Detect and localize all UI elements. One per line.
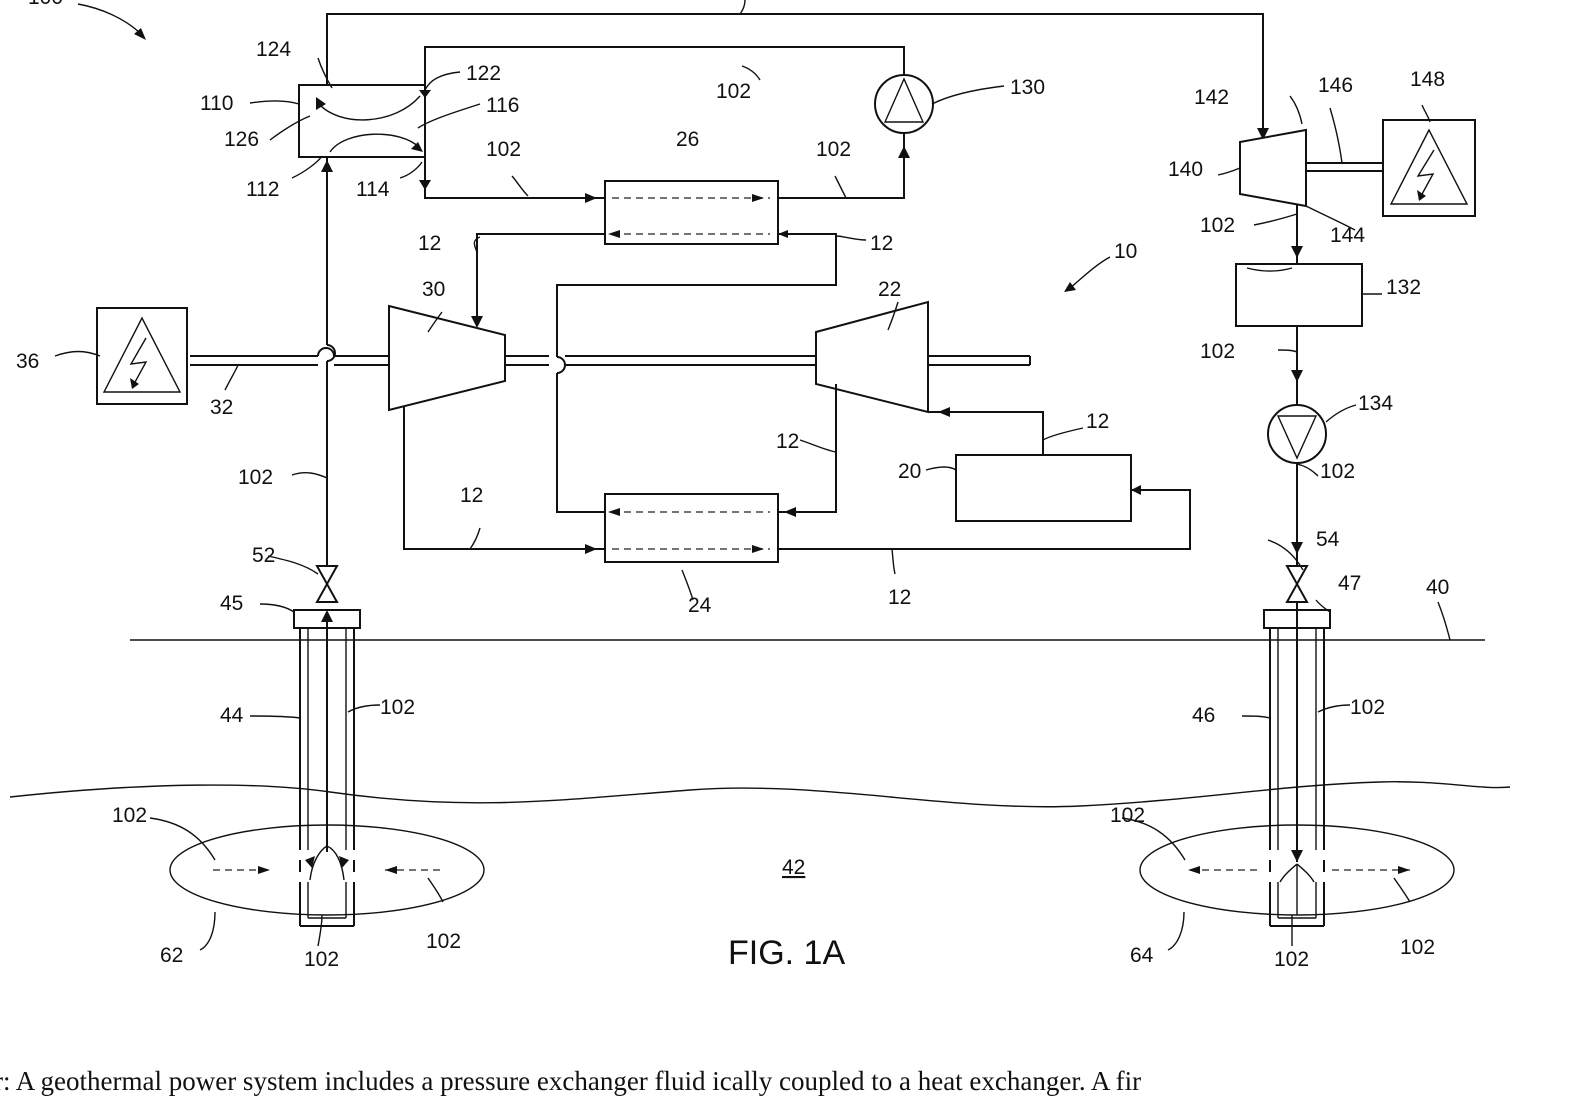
label-46: 46 <box>1192 704 1215 727</box>
label-112: 112 <box>246 178 279 201</box>
heat-exchanger-26 <box>605 181 778 244</box>
label-102-well-left: 102 <box>380 696 415 719</box>
label-102-left: 102 <box>238 466 273 489</box>
right-well-46 <box>1264 602 1330 926</box>
generator-148 <box>1383 120 1475 216</box>
label-12-e: 12 <box>460 484 483 507</box>
label-62: 62 <box>160 944 183 967</box>
line-loop-to-hx26 <box>557 230 836 512</box>
label-102-top: 102 <box>716 80 751 103</box>
label-102-res-left-a: 102 <box>112 804 147 827</box>
label-130: 130 <box>1010 76 1045 99</box>
label-124: 124 <box>256 38 291 61</box>
label-54: 54 <box>1316 528 1340 551</box>
label-102-right-c: 102 <box>1320 460 1355 483</box>
label-52: 52 <box>252 544 275 567</box>
label-47: 47 <box>1338 572 1361 595</box>
label-40: 40 <box>1426 576 1449 599</box>
valve-54 <box>1287 566 1307 602</box>
label-12-b: 12 <box>870 232 893 255</box>
label-102-hx26-left: 102 <box>486 138 521 161</box>
pump-134 <box>1268 405 1326 463</box>
valve-52 <box>317 566 337 602</box>
line-20-to-turbine22 <box>928 407 1043 455</box>
label-64: 64 <box>1130 944 1154 967</box>
label-12-a: 12 <box>418 232 441 255</box>
label-12-d: 12 <box>776 430 799 453</box>
turbine-140 <box>1240 130 1306 206</box>
label-102-res-left-b: 102 <box>426 930 461 953</box>
pressure-exchanger-110 <box>299 85 425 157</box>
label-126: 126 <box>224 128 259 151</box>
label-102-res-right-a: 102 <box>1110 804 1145 827</box>
right-line-102 <box>1291 204 1303 566</box>
label-110: 110 <box>200 92 233 115</box>
pump-130 <box>875 75 933 133</box>
label-20: 20 <box>898 460 921 483</box>
label-26: 26 <box>676 128 699 151</box>
line-hx26-to-compressor30 <box>471 234 605 328</box>
left-well-44 <box>294 610 360 926</box>
label-148: 148 <box>1410 68 1445 91</box>
line-110-to-hx26 <box>419 157 605 203</box>
label-102-res-right-c: 102 <box>1274 948 1309 971</box>
label-134: 134 <box>1358 392 1393 415</box>
turbine-22 <box>816 302 928 412</box>
label-144: 144 <box>1330 224 1365 247</box>
generator-36 <box>97 308 187 404</box>
label-146: 146 <box>1318 74 1353 97</box>
line-compressor30-to-hx24 <box>404 406 605 554</box>
reservoir-boundary <box>10 782 1510 807</box>
unit-132 <box>1236 264 1362 326</box>
label-102-res-left-c: 102 <box>304 948 339 971</box>
heater-20 <box>956 455 1131 521</box>
label-102-hx26-right: 102 <box>816 138 851 161</box>
label-10: 10 <box>1114 240 1137 263</box>
heat-exchanger-24 <box>605 494 778 562</box>
label-122: 122 <box>466 62 501 85</box>
label-45: 45 <box>220 592 243 615</box>
label-102-right-b: 102 <box>1200 340 1235 363</box>
label-24: 24 <box>688 594 712 617</box>
label-44: 44 <box>220 704 244 727</box>
label-100: 100 <box>28 0 63 9</box>
label-102-well-right: 102 <box>1350 696 1385 719</box>
compressor-30 <box>389 306 505 410</box>
label-140: 140 <box>1168 158 1203 181</box>
label-12-c: 12 <box>1086 410 1109 433</box>
label-32: 32 <box>210 396 233 419</box>
label-36: 36 <box>16 350 39 373</box>
label-22: 22 <box>878 278 901 301</box>
label-142: 142 <box>1194 86 1229 109</box>
label-30: 30 <box>422 278 445 301</box>
label-102-res-right-b: 102 <box>1400 936 1435 959</box>
label-114: 114 <box>356 178 390 201</box>
label-132: 132 <box>1386 276 1421 299</box>
label-42: 42 <box>782 856 805 879</box>
figure-caption-label: FIG. 1A <box>728 934 845 972</box>
left-riser-102 <box>321 157 335 566</box>
label-116: 116 <box>486 94 519 117</box>
label-102-right-a: 102 <box>1200 214 1235 237</box>
shaft-146 <box>1306 163 1383 171</box>
label-12-f: 12 <box>888 586 911 609</box>
abstract-text: r: A geothermal power system includes a … <box>0 1066 1596 1106</box>
reference-labels: 100 124 122 102 130 110 116 126 26 102 1… <box>16 0 1449 972</box>
